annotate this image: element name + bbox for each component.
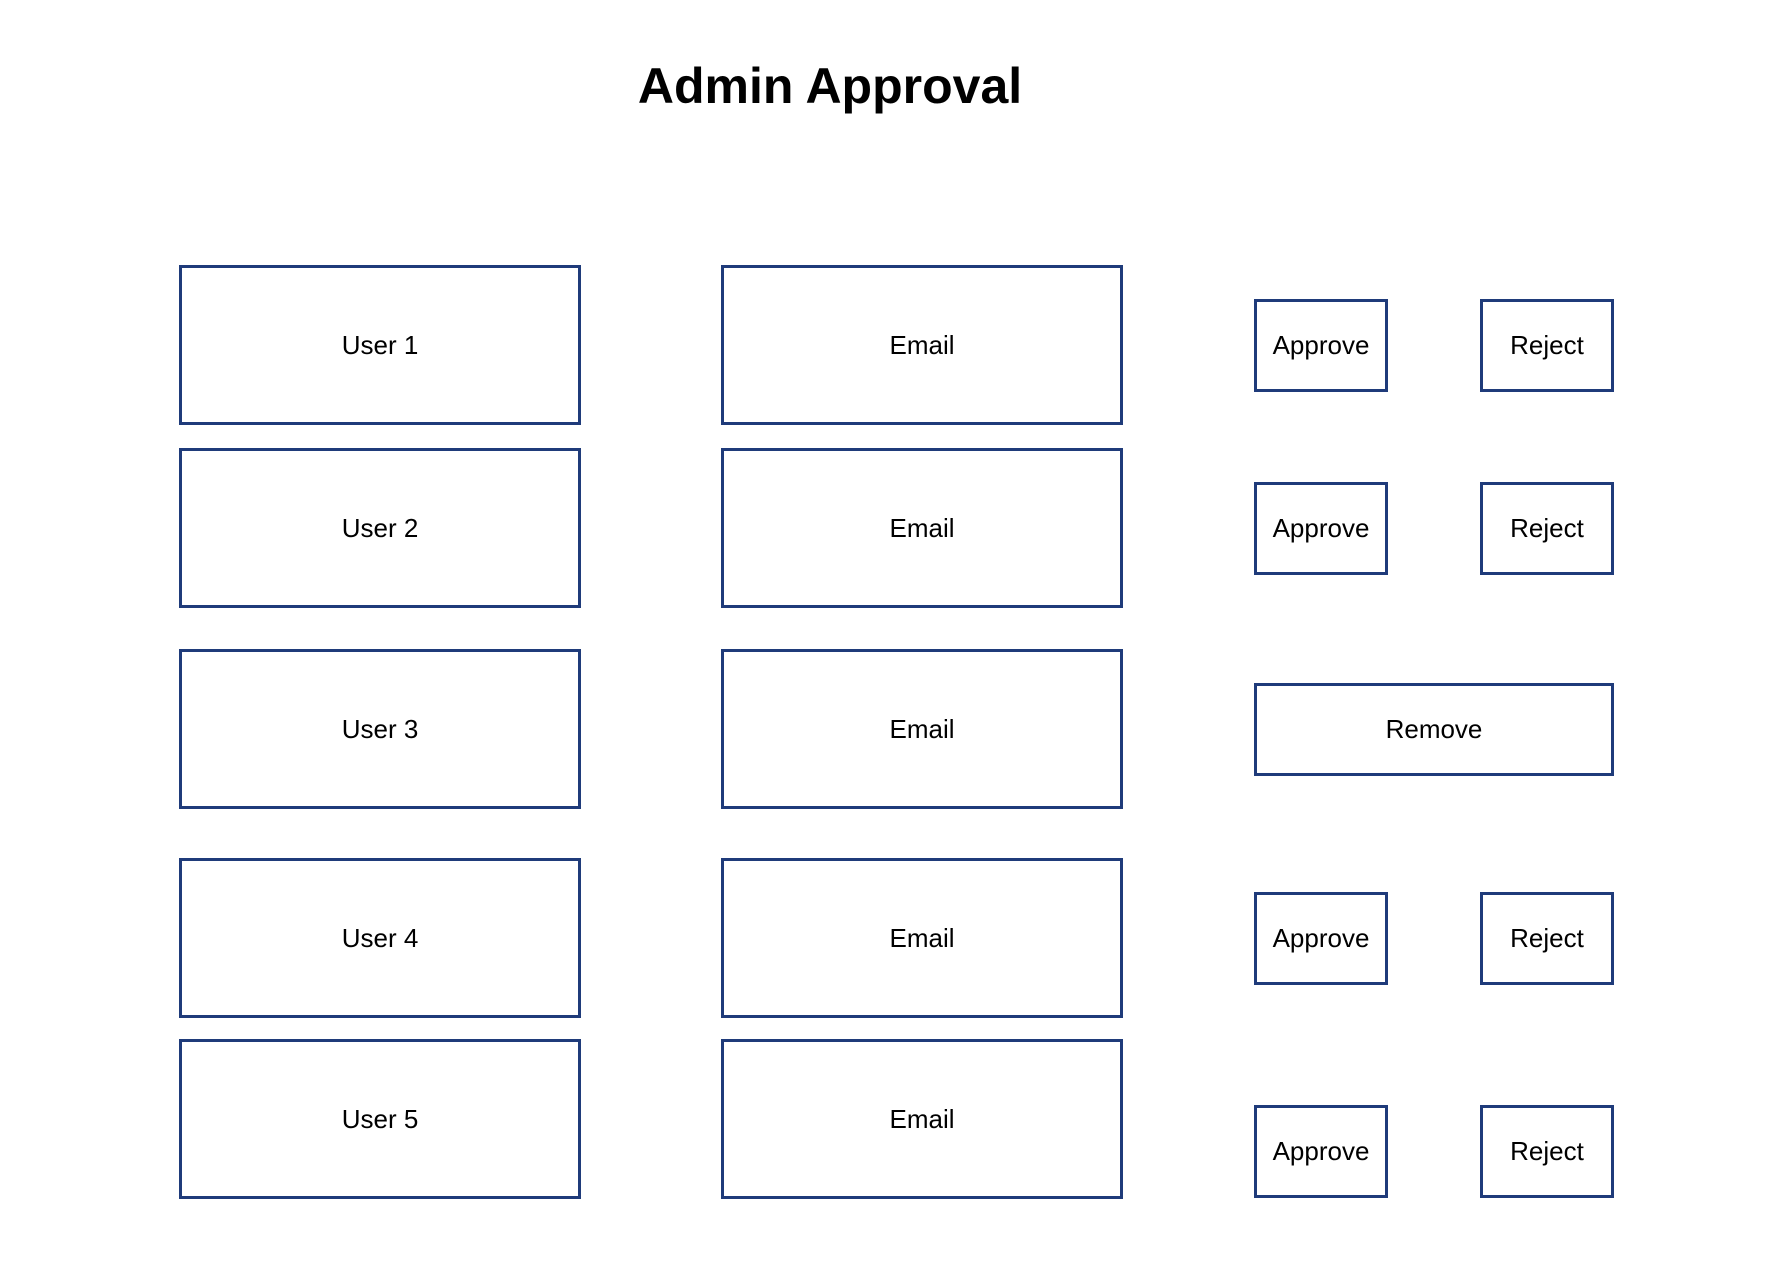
reject-button[interactable]: Reject	[1480, 892, 1614, 985]
user-cell: User 2	[179, 448, 581, 608]
email-cell: Email	[721, 1039, 1123, 1199]
email-cell: Email	[721, 448, 1123, 608]
user-cell: User 1	[179, 265, 581, 425]
approve-button[interactable]: Approve	[1254, 892, 1388, 985]
email-cell: Email	[721, 265, 1123, 425]
user-cell: User 3	[179, 649, 581, 809]
email-cell: Email	[721, 649, 1123, 809]
page-title: Admin Approval	[637, 58, 1023, 114]
reject-button[interactable]: Reject	[1480, 299, 1614, 392]
reject-button[interactable]: Reject	[1480, 1105, 1614, 1198]
approve-button[interactable]: Approve	[1254, 299, 1388, 392]
email-cell: Email	[721, 858, 1123, 1018]
remove-button[interactable]: Remove	[1254, 683, 1614, 776]
user-cell: User 5	[179, 1039, 581, 1199]
reject-button[interactable]: Reject	[1480, 482, 1614, 575]
approve-button[interactable]: Approve	[1254, 482, 1388, 575]
approve-button[interactable]: Approve	[1254, 1105, 1388, 1198]
user-cell: User 4	[179, 858, 581, 1018]
